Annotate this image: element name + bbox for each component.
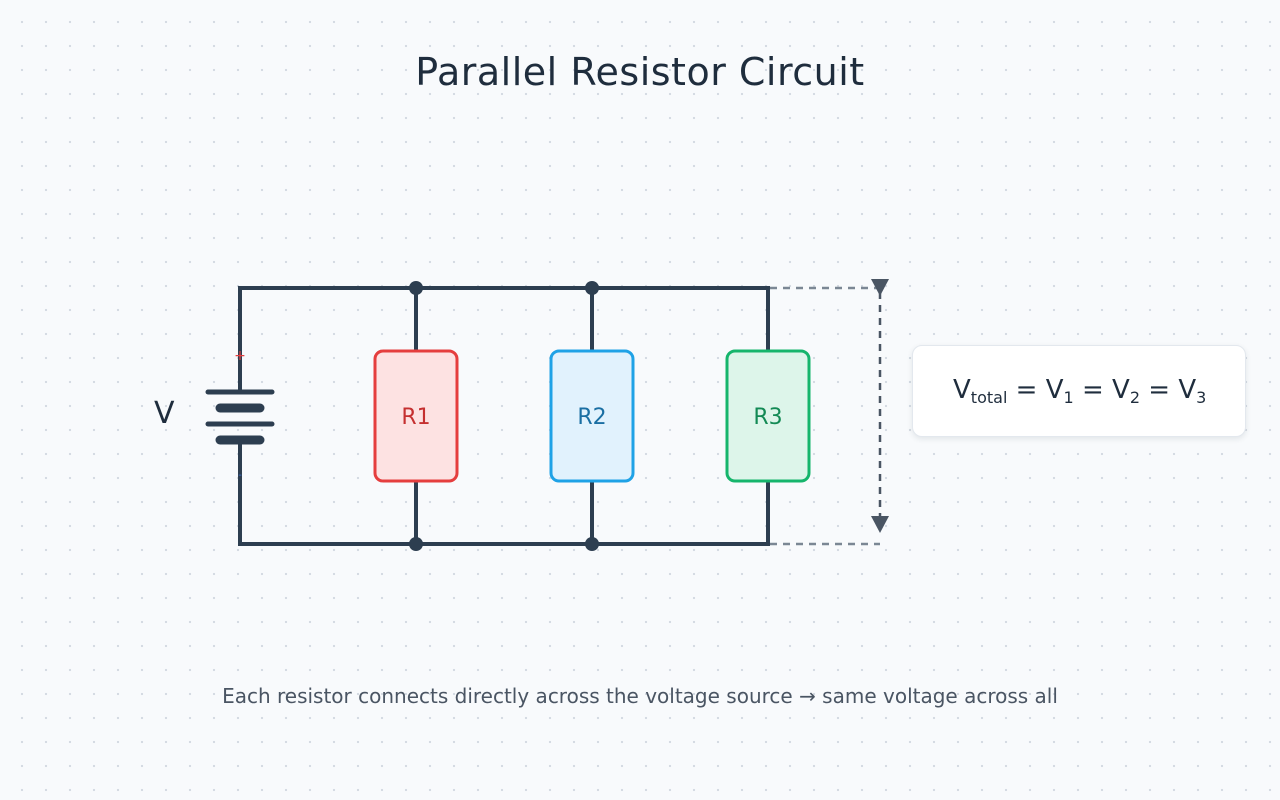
resistor-r2: R2 — [549, 349, 635, 483]
eq-equals-1: = — [1007, 375, 1046, 405]
resistor-r3-label: R3 — [753, 405, 782, 430]
eq-v2: V — [1112, 375, 1130, 405]
wires — [238, 286, 770, 546]
junction-dot-bottom-2 — [585, 537, 599, 551]
measure-arrow-up-icon — [871, 279, 889, 296]
eq-v1: V — [1045, 375, 1064, 405]
equation-text: Vtotal = V1 = V2 = V3 — [953, 375, 1206, 407]
resistor-r3: R3 — [725, 349, 811, 483]
eq-sub-2: 2 — [1129, 388, 1141, 407]
eq-sub-total: total — [970, 388, 1008, 407]
voltage-measure-indicator — [770, 286, 882, 546]
equation-box: Vtotal = V1 = V2 = V3 — [912, 345, 1246, 437]
battery-plus-sign: + — [234, 348, 246, 364]
resistor-r1-label: R1 — [401, 405, 430, 430]
resistor-r1: R1 — [373, 349, 459, 483]
eq-sub-3: 3 — [1196, 388, 1207, 407]
resistor-r1-body — [373, 349, 459, 483]
eq-v3: V — [1178, 375, 1197, 405]
measure-arrow-down-icon — [871, 516, 889, 533]
diagram-title: Parallel Resistor Circuit — [415, 50, 865, 94]
eq-v-total: V — [953, 375, 971, 405]
resistor-r2-label: R2 — [577, 405, 606, 430]
resistor-r3-body — [725, 349, 811, 483]
battery-minus-sign: - — [238, 470, 242, 481]
voltage-source-label: V — [154, 396, 175, 431]
junction-dots — [409, 281, 599, 551]
junction-dot-top-1 — [409, 281, 423, 295]
eq-equals-2: = — [1073, 375, 1113, 405]
eq-sub-1: 1 — [1063, 388, 1074, 407]
junction-dot-top-2 — [585, 281, 599, 295]
junction-dot-bottom-1 — [409, 537, 423, 551]
battery-symbol — [205, 389, 275, 445]
diagram-caption: Each resistor connects directly across t… — [222, 684, 1058, 708]
eq-equals-3: = — [1140, 375, 1179, 405]
resistor-r2-body — [549, 349, 635, 483]
